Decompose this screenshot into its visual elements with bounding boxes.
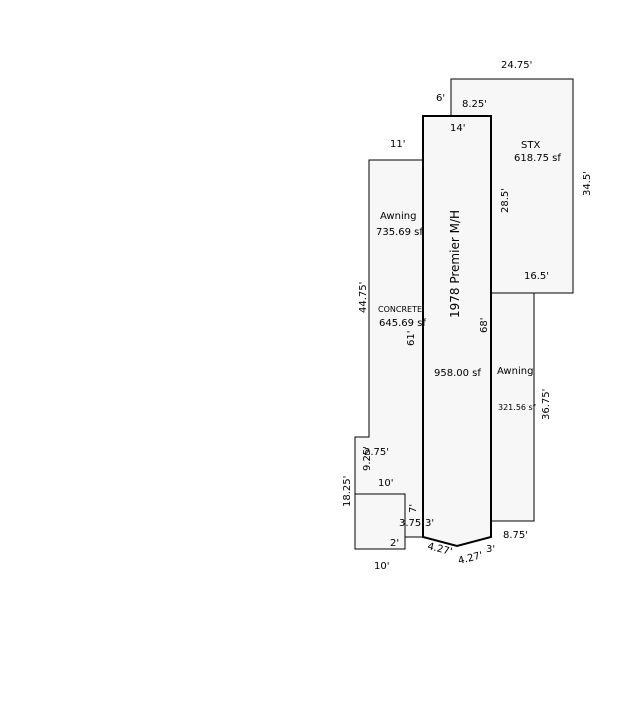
- dim-notch-b: 3': [425, 518, 434, 529]
- mobile-home-outline: [422, 115, 492, 548]
- stx-label: STX: [521, 140, 540, 151]
- awning-left-area: 735.69 sf: [376, 227, 423, 238]
- awning-left-label: Awning: [380, 211, 416, 222]
- dim-stx-top: 24.75': [501, 60, 532, 71]
- dim-room-side: 18.25': [342, 476, 353, 507]
- awning-right-area: 321.56 sf: [498, 403, 536, 412]
- dim-room-right: 7': [408, 504, 419, 513]
- dim-tip-end: 3': [486, 544, 495, 555]
- stx-area: 618.75 sf: [514, 153, 561, 164]
- dim-awning-side: 44.75': [358, 282, 369, 313]
- dim-awning-right-side: 36.75': [541, 389, 552, 420]
- dim-stx-bottom: 16.5': [524, 271, 549, 282]
- dim-stx-inner-top: 8.25': [462, 99, 487, 110]
- dim-awning-right-bottom: 8.75': [503, 530, 528, 541]
- dim-mh-top: 14': [450, 123, 465, 134]
- mobile-home-area: 958.00 sf: [434, 368, 481, 379]
- concrete-label: CONCRETE: [378, 305, 422, 314]
- dim-step-left: 2.75': [364, 447, 389, 458]
- dim-concrete-side: 61': [406, 331, 417, 346]
- awning-right-label: Awning: [497, 366, 533, 377]
- dim-notch-a: 3.75': [399, 518, 424, 529]
- mobile-home-label: 1978 Premier M/H: [448, 210, 462, 318]
- dim-room-top: 10': [378, 478, 393, 489]
- dim-notch-c: 2': [390, 538, 399, 549]
- dim-mh-length: 68': [479, 318, 490, 333]
- dim-stx-left: 28.5': [500, 188, 511, 213]
- room-lower-left: [354, 493, 406, 550]
- dim-stx-step: 6': [436, 93, 445, 104]
- dim-step-drop: 9.25': [362, 446, 373, 471]
- awning-right-region: [490, 292, 535, 522]
- dim-stx-right: 34.5': [582, 171, 593, 196]
- dim-awning-top: 11': [390, 139, 405, 150]
- dim-tip-right: 4.27': [457, 550, 484, 567]
- dim-room-bottom: 10': [374, 561, 389, 572]
- concrete-area: 645.69 sf: [379, 318, 426, 329]
